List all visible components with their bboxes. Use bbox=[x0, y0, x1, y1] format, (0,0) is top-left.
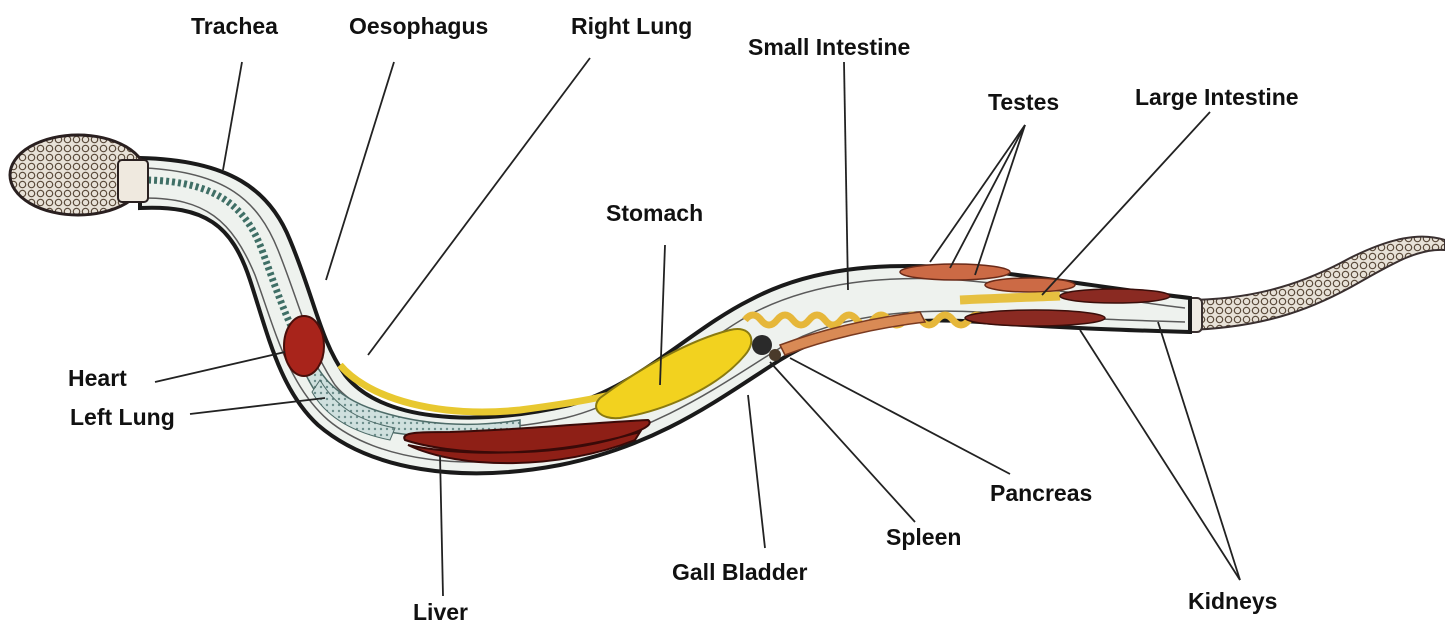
head bbox=[10, 135, 148, 215]
label-large-intestine: Large Intestine bbox=[1135, 86, 1299, 109]
leader-testes-2 bbox=[950, 125, 1025, 268]
kidney-organ-1 bbox=[965, 310, 1105, 326]
leader-testes-1 bbox=[930, 125, 1025, 262]
label-spleen: Spleen bbox=[886, 526, 961, 549]
label-stomach: Stomach bbox=[606, 202, 703, 225]
label-small-intestine: Small Intestine bbox=[748, 36, 910, 59]
label-oesophagus: Oesophagus bbox=[349, 15, 488, 38]
leader-heart bbox=[155, 352, 285, 382]
label-right-lung: Right Lung bbox=[571, 15, 692, 38]
label-gall-bladder: Gall Bladder bbox=[672, 561, 807, 584]
leader-liver bbox=[440, 455, 443, 596]
testis-organ-2 bbox=[985, 278, 1075, 292]
label-trachea: Trachea bbox=[191, 15, 278, 38]
leader-small-intestine bbox=[844, 62, 848, 290]
label-heart: Heart bbox=[68, 367, 127, 390]
label-testes: Testes bbox=[988, 91, 1059, 114]
leader-oesophagus bbox=[326, 62, 394, 280]
testis-organ-1 bbox=[900, 264, 1010, 280]
label-liver: Liver bbox=[413, 601, 468, 624]
leader-right-lung bbox=[368, 58, 590, 355]
leader-testes-3 bbox=[975, 125, 1025, 275]
label-pancreas: Pancreas bbox=[990, 482, 1092, 505]
kidney-organ-2 bbox=[1060, 289, 1170, 303]
leader-trachea bbox=[223, 62, 242, 170]
leader-gall-bladder bbox=[748, 395, 765, 548]
leader-pancreas bbox=[790, 358, 1010, 474]
spleen-organ bbox=[769, 349, 781, 361]
leader-large-intestine bbox=[1042, 112, 1210, 295]
large-intestine-organ bbox=[960, 296, 1060, 300]
label-left-lung: Left Lung bbox=[70, 406, 175, 429]
gall-bladder-organ bbox=[752, 335, 772, 355]
leader-kidneys-1 bbox=[1080, 330, 1240, 580]
label-kidneys: Kidneys bbox=[1188, 590, 1277, 613]
tail bbox=[1178, 237, 1445, 332]
heart-organ bbox=[284, 316, 324, 376]
leader-kidneys-2 bbox=[1158, 322, 1240, 580]
